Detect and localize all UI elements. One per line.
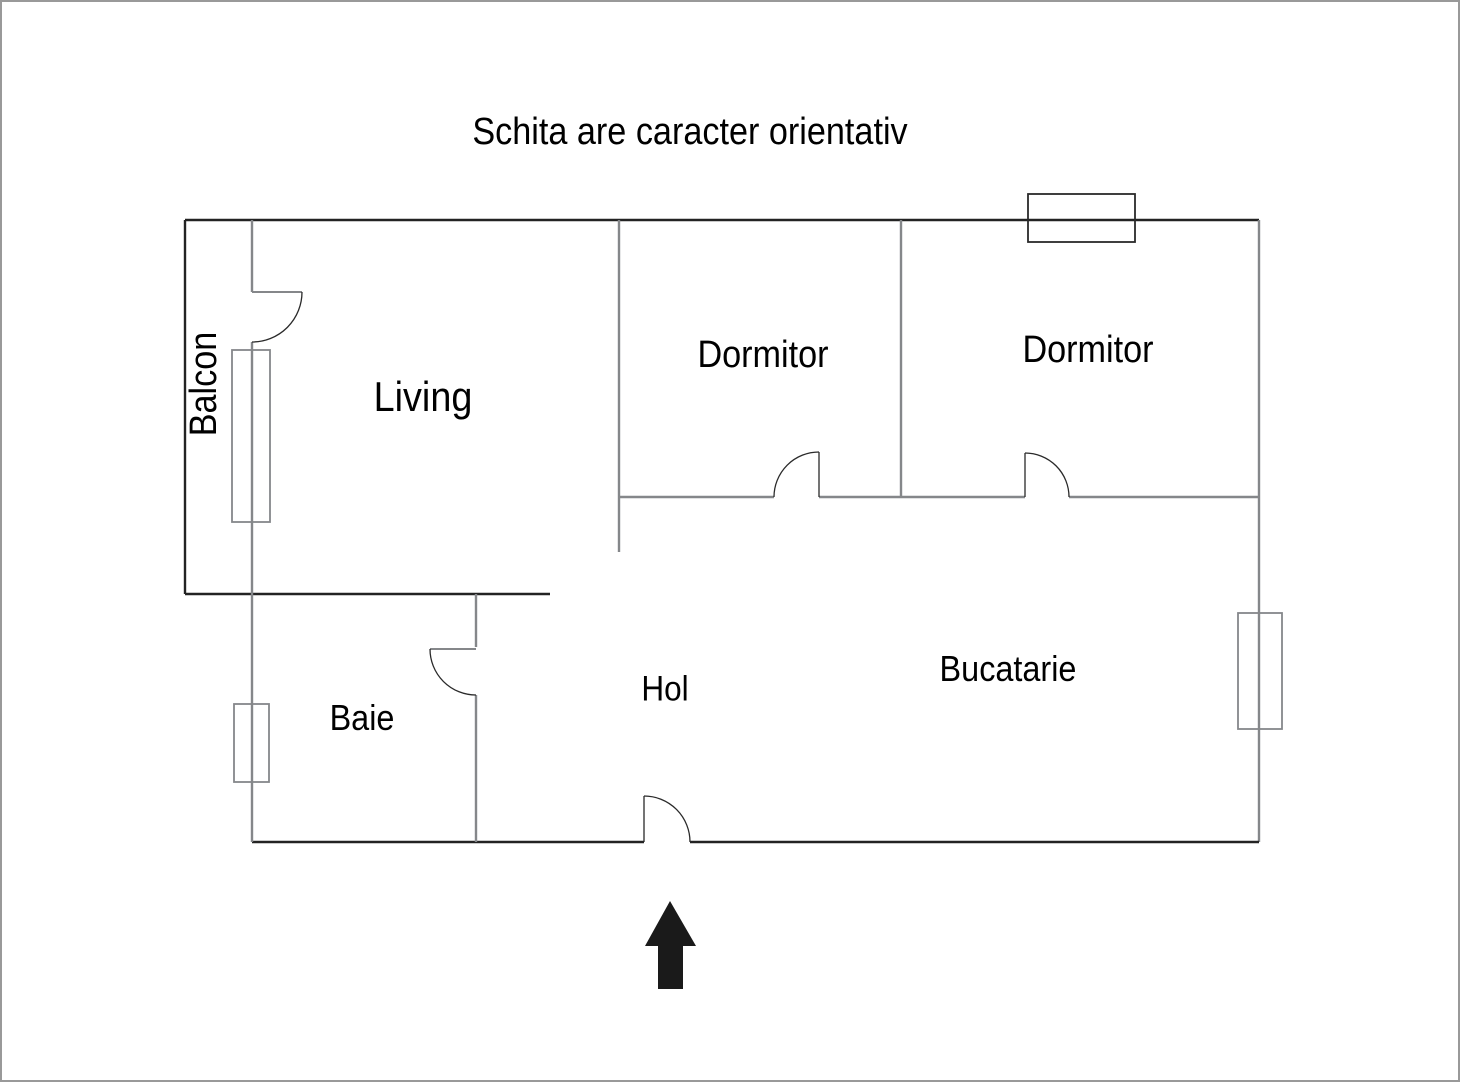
window-symbol-baie	[233, 703, 270, 783]
door-arc-dormitor-dreapta	[1024, 452, 1070, 498]
entrance-arrow-icon	[645, 901, 696, 989]
room-label-hol: Hol	[641, 669, 689, 709]
window-symbol-balcon	[231, 349, 271, 523]
door-arc-dormitor-stanga	[773, 451, 820, 498]
windows	[231, 193, 1283, 783]
room-label-balcon: Balcon	[183, 331, 225, 437]
room-label-dormitor-stanga: Dormitor	[697, 334, 829, 376]
room-label-dormitor-dreapta: Dormitor	[1022, 329, 1154, 371]
door-arc-entrance	[643, 795, 691, 843]
page-title: Schita are caracter orientativ	[472, 111, 908, 153]
doors	[251, 291, 1070, 843]
outer-walls	[183, 218, 1261, 844]
room-label-bucatarie: Bucatarie	[939, 648, 1077, 689]
door-arc-baie	[429, 648, 477, 696]
room-label-baie: Baie	[329, 697, 395, 738]
window-symbol-bucatarie	[1237, 612, 1283, 730]
door-arc-balcon	[251, 291, 303, 343]
room-label-living: Living	[373, 373, 473, 420]
interior-walls	[250, 220, 1259, 842]
window-symbol-dormitor-top	[1027, 193, 1136, 243]
